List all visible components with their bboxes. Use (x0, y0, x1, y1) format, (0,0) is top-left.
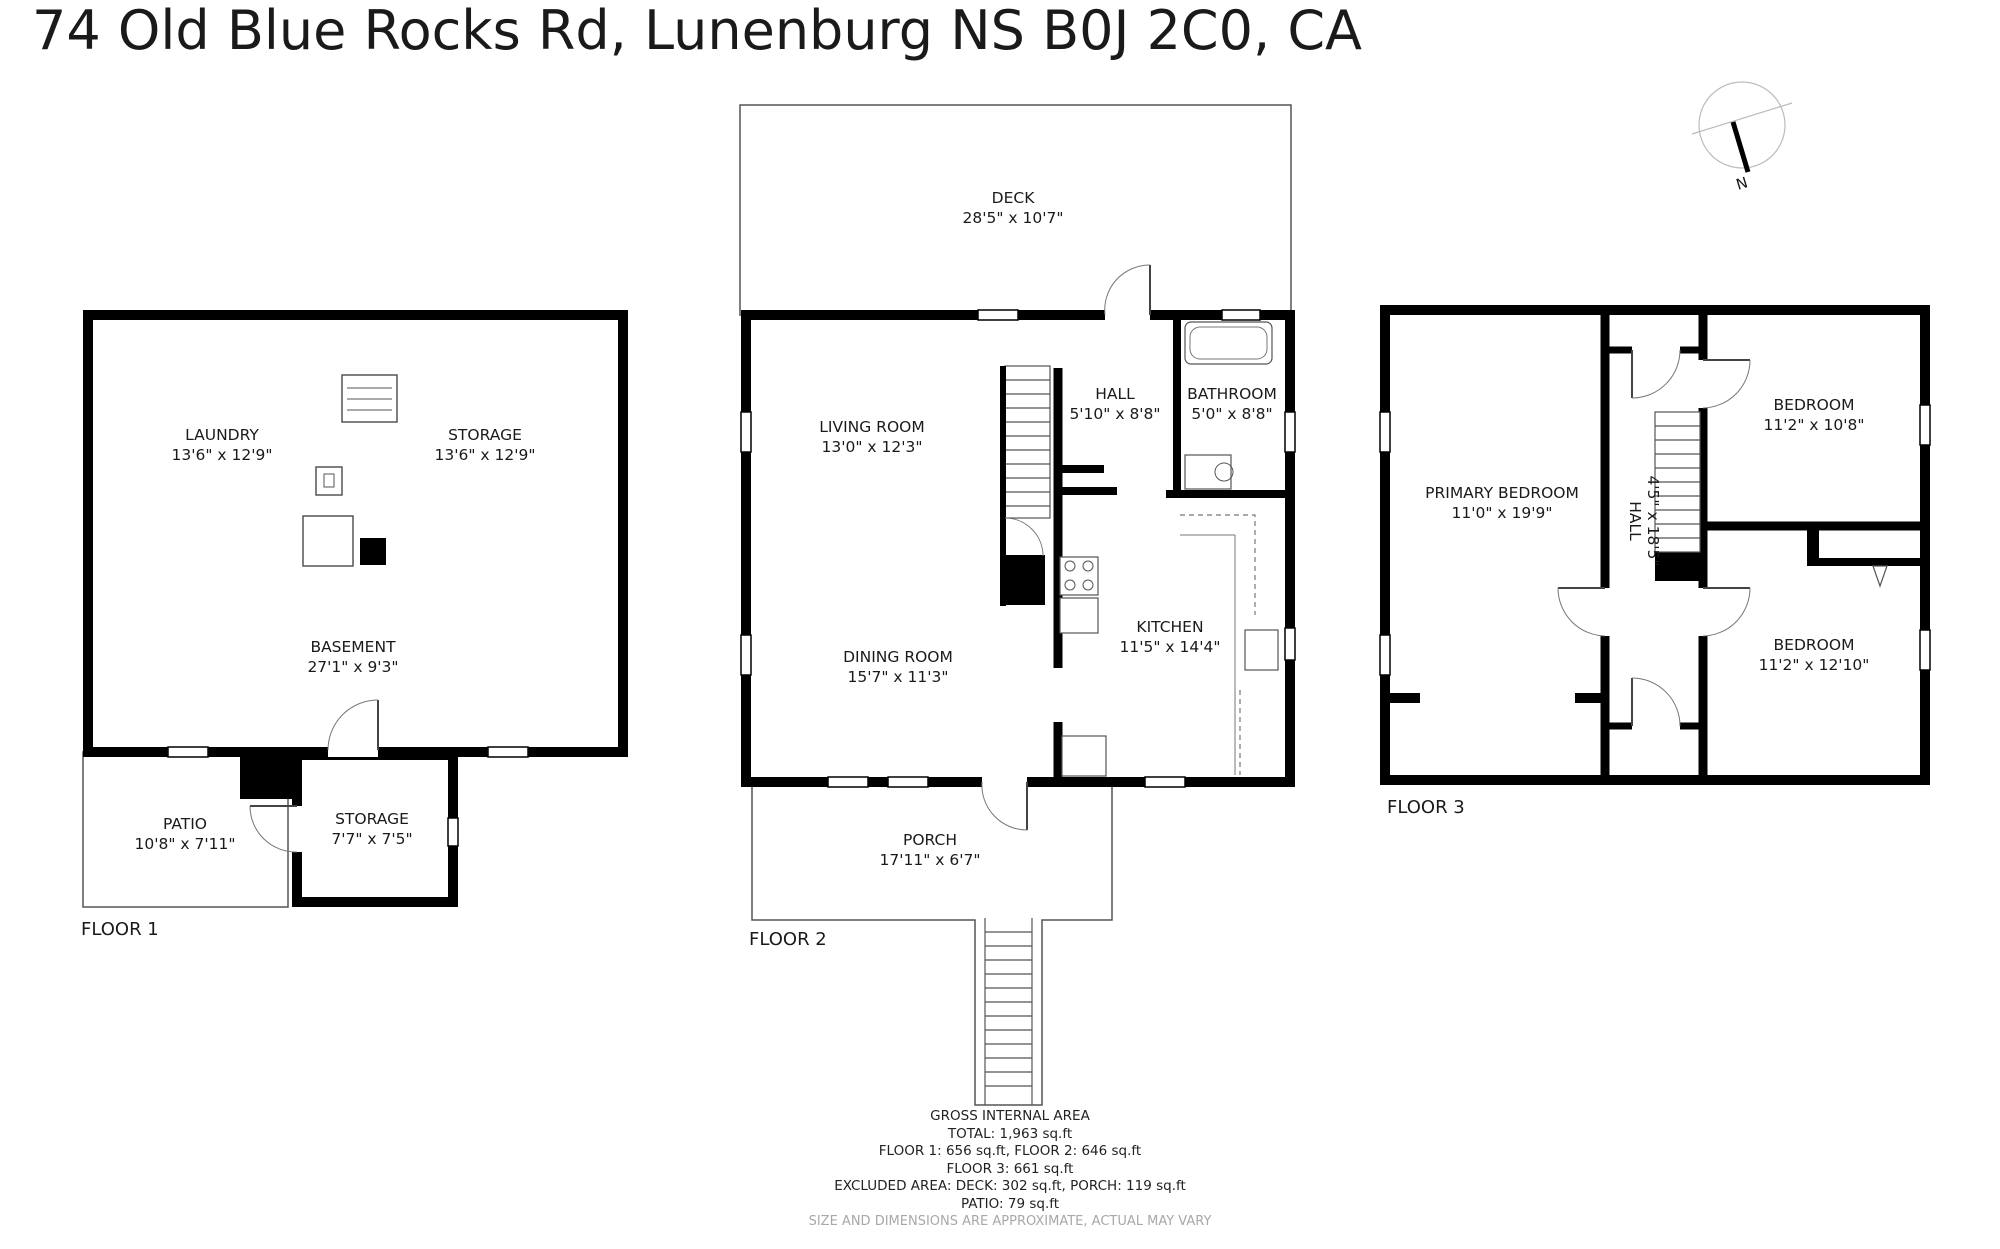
room-dims-bedroom-1: 11'2" x 10'8" (1764, 416, 1865, 434)
room-name-basement: BASEMENT (310, 638, 396, 656)
room-dims-porch: 17'11" x 6'7" (880, 851, 981, 869)
window (1284, 411, 1296, 453)
window (1919, 629, 1931, 671)
summary-total: TOTAL: 1,963 sq.ft (947, 1125, 1073, 1142)
room-labels: LAUNDRY 13'6" x 12'9" STORAGE 13'6" x 12… (135, 189, 1870, 869)
window (740, 411, 752, 453)
porch-stairs (984, 918, 1033, 1105)
light-fixture-icon (1872, 565, 1888, 588)
door-opening (292, 806, 302, 852)
room-name-patio: PATIO (163, 815, 207, 833)
floor-label-2: FLOOR 2 (749, 929, 827, 950)
chimney-block (240, 752, 297, 799)
summary-disclaimer: SIZE AND DIMENSIONS ARE APPROXIMATE, ACT… (808, 1214, 1212, 1229)
room-name-hall: HALL (1095, 385, 1135, 403)
toilet-icon (1184, 454, 1232, 490)
summary-excluded: EXCLUDED AREA: DECK: 302 sq.ft, PORCH: 1… (834, 1178, 1186, 1194)
window (740, 634, 752, 676)
fridge-icon (1059, 597, 1099, 634)
room-name-dining-room: DINING ROOM (843, 648, 953, 666)
room-name-primary-bedroom: PRIMARY BEDROOM (1425, 484, 1579, 502)
room-dims-primary-bedroom: 11'0" x 19'9" (1452, 504, 1553, 522)
window (1144, 776, 1186, 788)
summary-patio: PATIO: 79 sq.ft (960, 1195, 1060, 1212)
floor-2-plan (739, 104, 1296, 1106)
room-name-storage: STORAGE (448, 426, 522, 444)
room-dims-dining-room: 15'7" x 11'3" (848, 668, 949, 686)
room-name-laundry: LAUNDRY (185, 426, 259, 444)
window (1221, 309, 1261, 321)
counter-outline (1180, 514, 1256, 775)
window (487, 746, 529, 758)
summary-heading: GROSS INTERNAL AREA (930, 1108, 1090, 1124)
area-summary: GROSS INTERNAL AREA TOTAL: 1,963 sq.ft F… (780, 1108, 1240, 1231)
door-opening (328, 745, 378, 757)
room-name-bedroom-1: BEDROOM (1774, 396, 1855, 414)
door-opening (1698, 360, 1708, 408)
window (1379, 411, 1391, 453)
interior-stairs (1004, 365, 1051, 519)
room-name-storage-small: STORAGE (335, 810, 409, 828)
room-name-living-room: LIVING ROOM (819, 418, 924, 436)
room-dims-laundry: 13'6" x 12'9" (172, 446, 273, 464)
window (887, 776, 929, 788)
room-name-kitchen: KITCHEN (1136, 618, 1203, 636)
porch-outline (751, 782, 1113, 1106)
compass-north-label: N (1734, 173, 1750, 193)
room-dims-kitchen: 11'5" x 14'4" (1120, 638, 1221, 656)
door-opening (1600, 588, 1610, 636)
room-name-porch: PORCH (903, 831, 957, 849)
window (1919, 404, 1931, 446)
room-name-deck: DECK (992, 189, 1036, 207)
door-opening (982, 777, 1027, 789)
water-heater (302, 515, 354, 567)
room-name-bedroom-2: BEDROOM (1774, 636, 1855, 654)
window (1284, 627, 1296, 661)
summary-floor-3: FLOOR 3: 661 sq.ft (946, 1160, 1074, 1177)
room-dims-hall: 5'10" x 8'8" (1069, 405, 1160, 423)
floor-label-3: FLOOR 3 (1387, 797, 1465, 818)
room-dims-patio: 10'8" x 7'11" (135, 835, 236, 853)
counter-unit (1061, 735, 1107, 777)
room-dims-storage-small: 7'7" x 7'5" (331, 830, 412, 848)
floor-1-plan (82, 310, 628, 908)
bathtub-icon (1184, 321, 1273, 365)
door-opening (1632, 345, 1680, 355)
room-dims-hall-upper: 4'5" x 18'5" (1644, 475, 1662, 566)
door-opening (1105, 310, 1150, 322)
window (167, 746, 209, 758)
north-compass-icon: N (1691, 81, 1793, 194)
upper-floor-walls (1380, 305, 1930, 785)
room-dims-living-room: 13'0" x 12'3" (822, 438, 923, 456)
summary-floors-1-2: FLOOR 1: 656 sq.ft, FLOOR 2: 646 sq.ft (878, 1143, 1142, 1159)
small-storage-walls (292, 750, 458, 907)
furnace-block (360, 538, 386, 565)
room-dims-bedroom-2: 11'2" x 12'10" (1759, 656, 1870, 674)
chimney-block (1000, 555, 1045, 605)
room-dims-bathroom: 5'0" x 8'8" (1191, 405, 1272, 423)
window (1379, 634, 1391, 676)
laundry-sink (315, 466, 343, 496)
window (827, 776, 869, 788)
floor-label-1: FLOOR 1 (81, 919, 159, 940)
room-name-hall-upper: HALL (1626, 501, 1644, 541)
floor-3-plan (1379, 305, 1931, 785)
interior-stairs (1654, 411, 1701, 553)
room-dims-basement: 27'1" x 9'3" (307, 658, 398, 676)
window (977, 309, 1019, 321)
window (447, 817, 459, 847)
room-name-bathroom: BATHROOM (1187, 385, 1277, 403)
room-dims-storage: 13'6" x 12'9" (435, 446, 536, 464)
chimney-block (1655, 551, 1703, 581)
door-opening (1698, 588, 1708, 636)
listing-address-title: 74 Old Blue Rocks Rd, Lunenburg NS B0J 2… (32, 0, 1362, 62)
kitchen-sink (1244, 629, 1279, 671)
room-dims-deck: 28'5" x 10'7" (963, 209, 1064, 227)
door-opening (1632, 721, 1680, 731)
